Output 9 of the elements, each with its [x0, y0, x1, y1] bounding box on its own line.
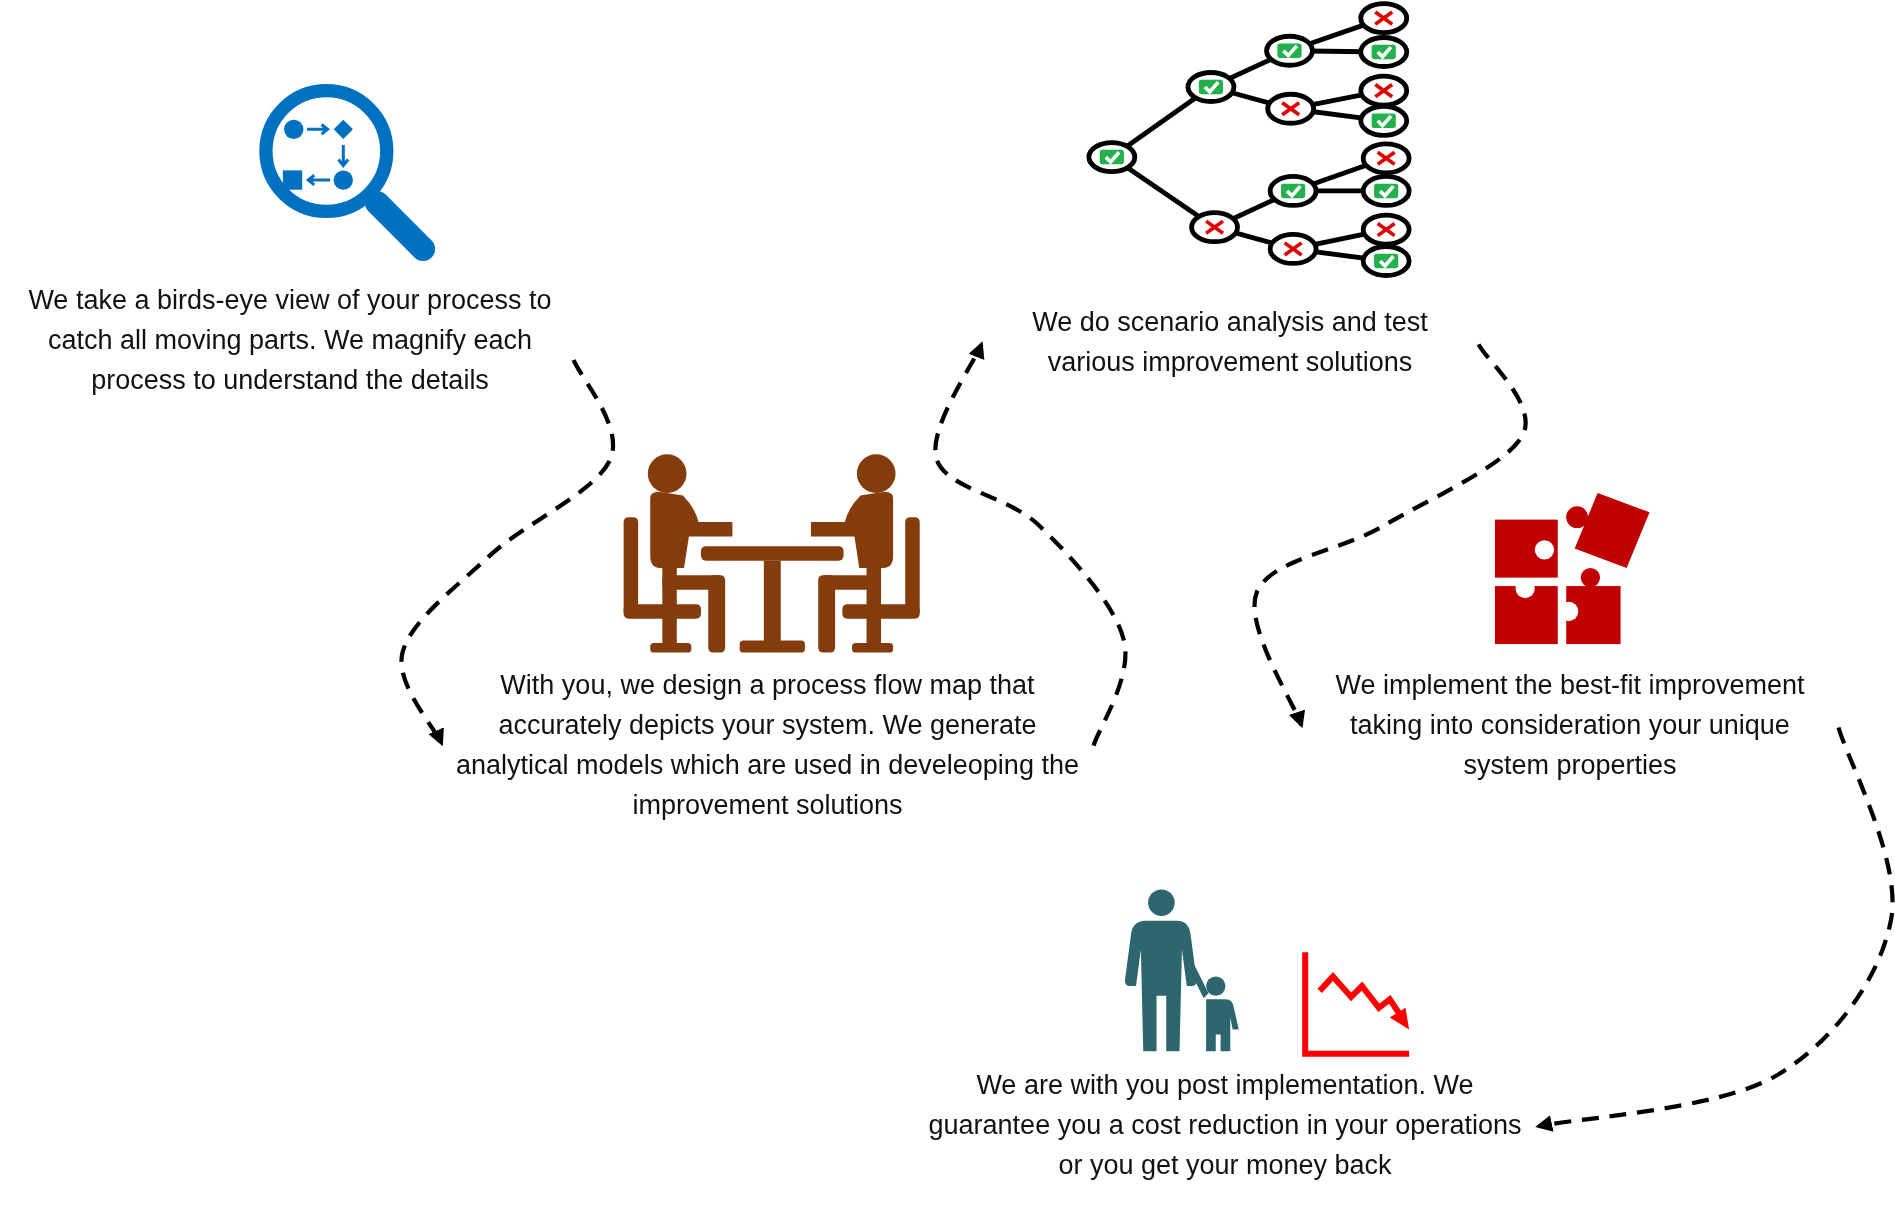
step-description: We are with you post implementation. We guarantee you a cost reduction in your operations or you get your money back: [927, 1069, 1523, 1182]
dashed-arrow: [1535, 726, 1895, 1133]
dashed-arrow: [1252, 343, 1528, 729]
dashed-arrow: [933, 341, 1128, 747]
dashed-arrow: [399, 359, 615, 747]
step-description: We take a birds-eye view of your process to catch all moving parts. We magnify each process to understand the details: [27, 284, 553, 397]
step-description: We implement the best-fit improvement taking into consideration your unique system properties: [1334, 669, 1806, 782]
step-description: With you, we design a process flow map that accurately depicts your system. We generate analytical models which are used in develeoping the improvement solutions: [455, 669, 1080, 822]
step-description: We do scenario analysis and test various improvement solutions: [1031, 306, 1429, 379]
